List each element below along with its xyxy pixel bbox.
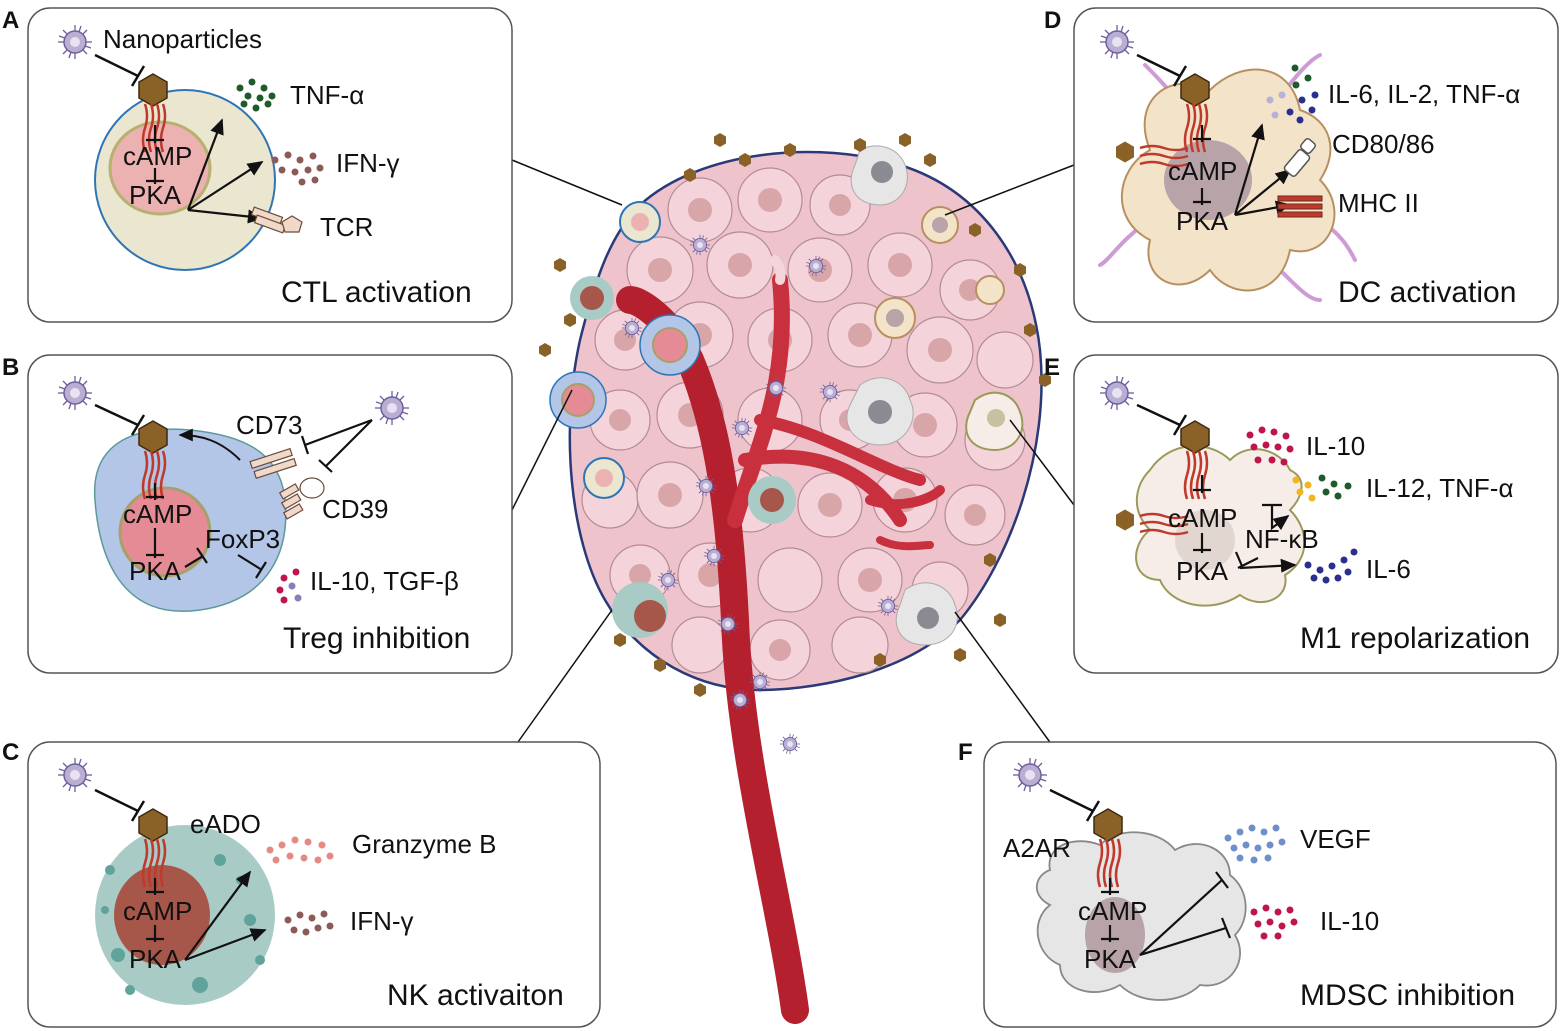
label-camp: cAMP xyxy=(123,141,192,171)
label-pka: PKA xyxy=(1176,556,1229,586)
panel-a: A Nanoparticles cAMP PKA TNF-α IFN-γ TCR… xyxy=(2,7,513,323)
label-pka: PKA xyxy=(1084,944,1137,974)
tumor-nuclei xyxy=(609,188,1006,661)
label-mhc-ii: MHC II xyxy=(1338,188,1419,218)
m1-nucleus xyxy=(1175,510,1235,570)
panel-b: B CD73 CD39 cAMP PKA FoxP3 xyxy=(2,354,513,674)
label-vegf: VEGF xyxy=(1300,824,1371,854)
tumor-immune-cells xyxy=(549,145,1024,646)
label-camp: cAMP xyxy=(1168,156,1237,186)
label-il6: IL-6 xyxy=(1366,554,1411,584)
label-pka: PKA xyxy=(129,556,182,586)
panel-letter-e: E xyxy=(1044,354,1060,381)
tumor-illustration xyxy=(539,133,1051,1024)
nk-granules xyxy=(101,854,265,995)
label-nanoparticles: Nanoparticles xyxy=(103,24,262,54)
label-camp: cAMP xyxy=(123,896,192,926)
dc-nucleus xyxy=(1164,140,1252,220)
ctl-nucleus xyxy=(108,120,212,216)
mhc-icon xyxy=(1277,195,1323,218)
panel-letter-a: A xyxy=(2,7,19,34)
nanoparticle-icon xyxy=(57,24,93,60)
cytokine-dots-icon xyxy=(276,568,302,604)
caption-mdsc-inhibition: MDSC inhibition xyxy=(1300,979,1515,1012)
nanoparticle-icon xyxy=(1099,375,1135,411)
label-foxp3: FoxP3 xyxy=(205,524,280,554)
caption-dc-activation: DC activation xyxy=(1338,276,1516,309)
caption-treg-inhibition: Treg inhibition xyxy=(283,622,470,655)
cytokine-dots-icon xyxy=(1250,904,1298,940)
panel-letter-b: B xyxy=(2,354,19,381)
panel-c: C eADO cAMP PKA Granzyme B IFN-γ NK acti… xyxy=(2,739,601,1028)
label-camp: cAMP xyxy=(123,499,192,529)
inhibition-arrow-icon xyxy=(94,53,139,78)
label-eado: eADO xyxy=(190,809,261,839)
label-cd39: CD39 xyxy=(322,494,388,524)
cytokine-dots-icon xyxy=(236,78,276,112)
panel-e: E cAMP PKA NF-κB IL-10 xyxy=(1044,354,1559,674)
cd39-icon xyxy=(278,477,325,520)
nk-nucleus xyxy=(114,865,210,965)
cytokine-dots-icon xyxy=(266,836,334,864)
label-pka: PKA xyxy=(1176,206,1229,236)
nanoparticle-icon xyxy=(1012,757,1048,793)
label-il10: IL-10 xyxy=(1306,431,1365,461)
label-granzyme-b: Granzyme B xyxy=(352,829,497,859)
label-il10: IL-10 xyxy=(1320,906,1379,936)
panel-f: F A2AR cAMP PKA VEGF IL-10 MDSC inhibiti… xyxy=(958,739,1557,1028)
label-camp: cAMP xyxy=(1168,503,1237,533)
nanoparticle-icon xyxy=(374,390,410,426)
cd80-icon xyxy=(1283,138,1316,177)
activation-arrow-icon xyxy=(186,118,264,224)
cd73-icon xyxy=(249,447,297,480)
caption-nk-activation: NK activaiton xyxy=(387,979,564,1012)
connector-lines xyxy=(511,159,1075,746)
nanoparticle-icon xyxy=(57,757,93,793)
label-ifn-gamma: IFN-γ xyxy=(336,148,400,178)
panel-letter-c: C xyxy=(2,739,19,766)
label-il10-tgf-beta: IL-10, TGF-β xyxy=(310,566,459,596)
nanoparticle-icon xyxy=(57,375,93,411)
caption-m1-repolarization: M1 repolarization xyxy=(1300,622,1530,655)
label-ifn-gamma: IFN-γ xyxy=(350,906,414,936)
panel-letter-f: F xyxy=(958,739,973,766)
cytokine-dots-icon xyxy=(271,151,324,186)
mdsc-nucleus xyxy=(1085,897,1145,973)
cytokine-dots-icon xyxy=(1304,548,1358,584)
label-camp: cAMP xyxy=(1078,896,1147,926)
mdsc-cell xyxy=(1035,831,1247,1001)
cytokine-dots-icon xyxy=(1224,824,1286,864)
label-cd73: CD73 xyxy=(236,410,302,440)
label-cd80-86: CD80/86 xyxy=(1332,129,1435,159)
label-nf-kb: NF-κB xyxy=(1245,524,1319,554)
cytokine-dots-icon xyxy=(284,910,334,936)
label-tnf-alpha: TNF-α xyxy=(290,80,364,110)
cytokine-dots-icon xyxy=(1246,426,1294,466)
cytokine-dots-icon xyxy=(1266,64,1319,124)
tcr-icon xyxy=(250,206,303,234)
label-il6-il2-tnf: IL-6, IL-2, TNF-α xyxy=(1328,79,1520,109)
label-pka: PKA xyxy=(129,180,182,210)
label-pka: PKA xyxy=(129,944,182,974)
cytokine-dots-icon xyxy=(1292,474,1352,502)
label-a2ar: A2AR xyxy=(1003,833,1071,863)
panel-letter-d: D xyxy=(1044,7,1061,34)
panel-d: D cAMP PKA IL-6, IL-2, TNF-α xyxy=(1044,7,1559,323)
label-tcr: TCR xyxy=(320,212,373,242)
label-il12-tnf: IL-12, TNF-α xyxy=(1366,473,1513,503)
caption-ctl-activation: CTL activation xyxy=(281,276,472,309)
nanoparticle-icon xyxy=(1099,24,1135,60)
treg-nucleus xyxy=(118,486,212,578)
